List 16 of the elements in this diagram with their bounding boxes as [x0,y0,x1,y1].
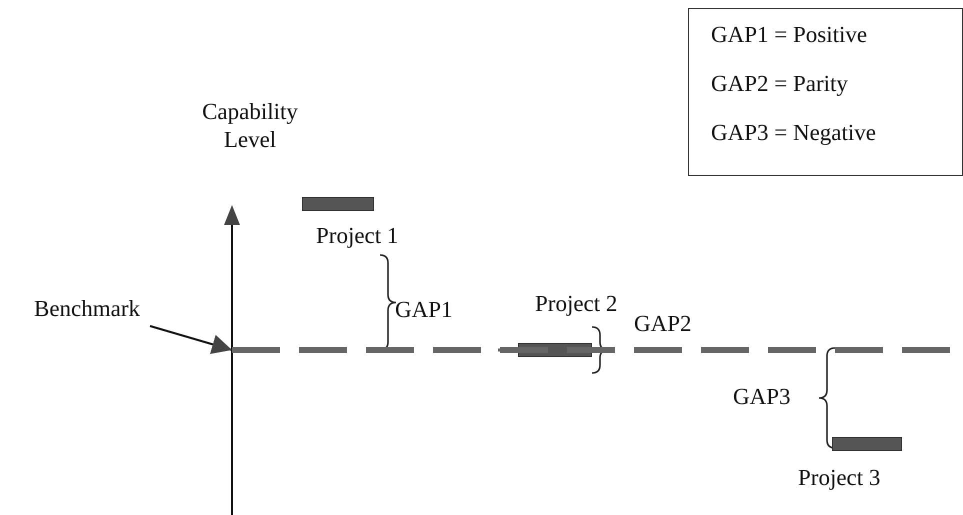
axis-title: Capability Level [201,98,299,154]
legend-box [688,8,963,176]
gap-label: GAP1 [395,296,453,324]
leader-arrow [150,325,232,354]
project-bar [518,343,592,357]
legend-text: GAP1 = Positive [711,21,868,49]
gap-label: GAP3 [733,383,791,411]
benchmark-label: Benchmark [34,295,140,323]
gap-label: GAP2 [634,310,692,338]
project-label: Project 1 [316,222,398,250]
project-label: Project 2 [535,290,618,318]
project-bar [832,437,902,451]
legend-text: GAP3 = Negative [711,119,876,147]
project-label: Project 3 [798,464,880,492]
legend-text: GAP2 = Parity [711,70,848,98]
project-bar [302,197,374,211]
